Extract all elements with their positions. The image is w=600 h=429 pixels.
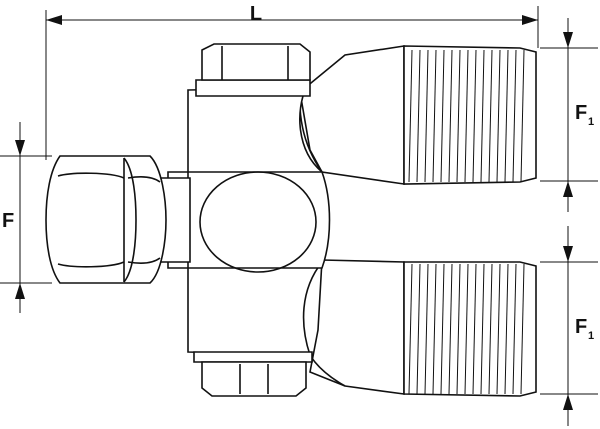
thread-line — [408, 49, 413, 183]
dimension-L-label: L — [250, 3, 262, 25]
arrow-down-icon — [15, 140, 25, 156]
thread-line — [432, 49, 437, 183]
thread-line — [456, 49, 461, 183]
thread-line — [496, 49, 501, 183]
arrow-right-icon — [522, 15, 538, 25]
thread-line — [416, 49, 421, 183]
thread-lines-top — [408, 49, 525, 183]
top-hex-nut — [195, 43, 311, 97]
dimension-F1-bottom-subscript: 1 — [588, 330, 594, 342]
arrow-down-icon — [563, 32, 573, 48]
arrow-up-icon — [563, 394, 573, 410]
thread-line — [512, 49, 517, 183]
thread-line — [432, 263, 437, 395]
dimension-F1-bottom: F 1 — [540, 226, 598, 426]
thread-line — [464, 263, 469, 395]
thread-lines-bottom — [408, 263, 525, 395]
arrow-left-icon — [46, 15, 62, 25]
thread-line — [416, 263, 421, 395]
thread-line — [496, 263, 501, 395]
arrow-up-icon — [15, 283, 25, 299]
dimension-F-inlet: F — [0, 122, 52, 313]
thread-line — [520, 263, 525, 395]
outlet-pipe-top — [299, 45, 537, 185]
thread-line — [472, 263, 477, 395]
thread-line — [488, 49, 493, 183]
dimension-F1-top-subscript: 1 — [588, 116, 594, 128]
thread-line — [512, 263, 517, 395]
dimension-F-inlet-label: F — [2, 210, 14, 232]
thread-line — [456, 263, 461, 395]
thread-line — [440, 49, 445, 183]
thread-line — [464, 49, 469, 183]
thread-line — [424, 49, 429, 183]
arrow-up-icon — [563, 181, 573, 197]
dimension-F1-top-label: F — [575, 102, 587, 124]
bottom-hex-nut — [193, 351, 313, 397]
dimension-F1-bottom-label: F — [575, 316, 587, 338]
thread-line — [480, 49, 485, 183]
thread-line — [520, 49, 525, 183]
thread-line — [480, 263, 485, 395]
thread-line — [472, 49, 477, 183]
thread-line — [440, 263, 445, 395]
thread-line — [488, 263, 493, 395]
thread-line — [448, 49, 453, 183]
thread-line — [424, 263, 429, 395]
valve-body — [167, 87, 331, 356]
ball-element — [199, 171, 317, 273]
arrow-down-icon — [563, 246, 573, 262]
dimension-L: L — [45, 3, 539, 160]
thread-line — [504, 263, 509, 395]
thread-line — [448, 263, 453, 395]
thread-line — [504, 49, 509, 183]
inlet-union-nut — [45, 155, 191, 284]
thread-line — [408, 263, 413, 395]
dimension-F1-top: F 1 — [540, 18, 598, 212]
outlet-pipe-bottom — [299, 259, 537, 397]
